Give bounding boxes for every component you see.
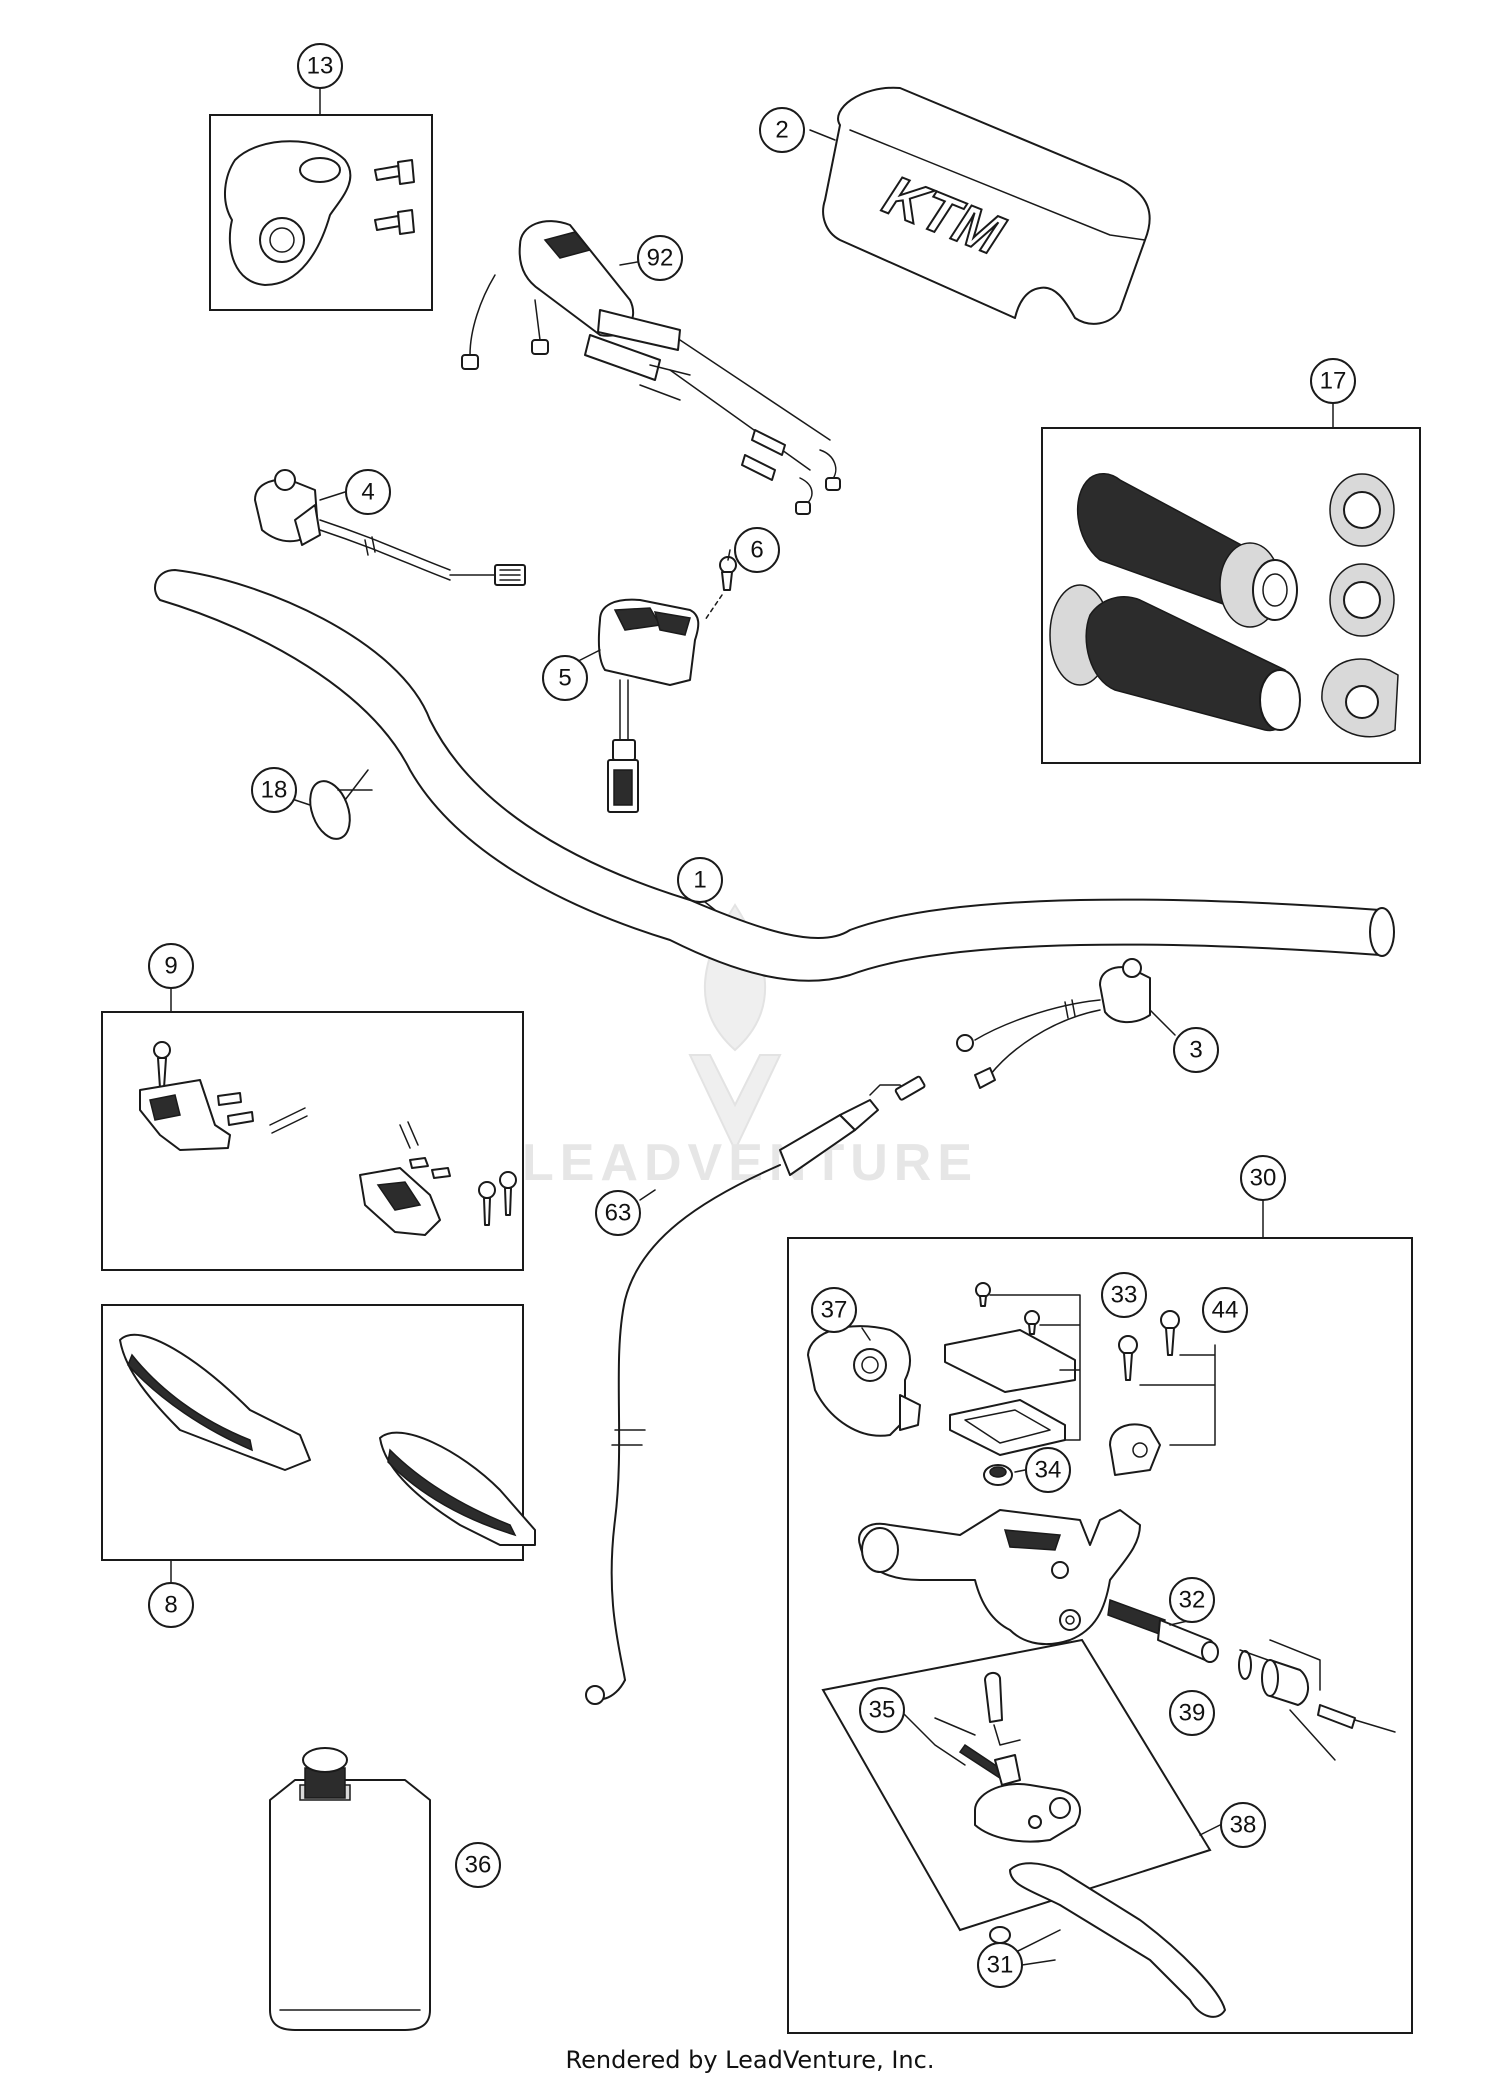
part-31-lever (989, 1862, 1226, 2018)
callout-31-label: 31 (987, 1952, 1014, 1979)
bar-pad: KTM (822, 86, 1151, 325)
box-17 (1041, 427, 1421, 764)
callout-31[interactable]: 31 (977, 1942, 1023, 1988)
handlebar (154, 569, 1395, 982)
callout-9-label: 9 (164, 953, 177, 980)
callout-5[interactable]: 5 (542, 655, 588, 701)
callout-92[interactable]: 92 (637, 235, 683, 281)
part-37-reservoir-cover (807, 1325, 921, 1437)
part-32-piston-kit (1107, 1598, 1396, 1733)
callout-36[interactable]: 36 (455, 1842, 501, 1888)
callout-39[interactable]: 39 (1169, 1690, 1215, 1736)
box-30 (787, 1237, 1413, 2034)
callout-44-label: 44 (1212, 1297, 1239, 1324)
part-39-bolt (1289, 1709, 1336, 1761)
part-34-cap-seal (983, 1464, 1013, 1486)
callout-92-label: 92 (647, 245, 674, 272)
watermark-text: LEADVENTURE (522, 1134, 978, 1192)
part-8-hand-guards (119, 1333, 536, 1546)
callout-1[interactable]: 1 (677, 857, 723, 903)
callout-35[interactable]: 35 (859, 1687, 905, 1733)
callout-37[interactable]: 37 (811, 1287, 857, 1333)
callout-2[interactable]: 2 (759, 107, 805, 153)
callout-3[interactable]: 3 (1173, 1027, 1219, 1073)
callout-33[interactable]: 33 (1101, 1272, 1147, 1318)
callout-9[interactable]: 9 (148, 943, 194, 989)
callout-6-label: 6 (750, 537, 763, 564)
callout-5-label: 5 (558, 665, 571, 692)
callout-17[interactable]: 17 (1310, 358, 1356, 404)
callout-34-label: 34 (1035, 1457, 1062, 1484)
callout-13-label: 13 (307, 53, 334, 80)
callout-8[interactable]: 8 (148, 1582, 194, 1628)
callout-32-label: 32 (1179, 1587, 1206, 1614)
callout-4[interactable]: 4 (345, 469, 391, 515)
callout-18[interactable]: 18 (251, 767, 297, 813)
callout-18-label: 18 (261, 777, 288, 804)
part-5-map-switch (597, 598, 700, 813)
part-63-clutch-hose (585, 1075, 926, 1705)
callout-44[interactable]: 44 (1202, 1287, 1248, 1333)
footer-credit: Rendered by LeadVenture, Inc. (566, 2046, 935, 2074)
callout-17-label: 17 (1320, 368, 1347, 395)
callout-4-label: 4 (361, 479, 374, 506)
part-4-switch (254, 469, 526, 586)
part-3-kill-switch (956, 958, 1151, 1089)
callout-35-label: 35 (869, 1697, 896, 1724)
callout-37-label: 37 (821, 1297, 848, 1324)
callout-8-label: 8 (164, 1592, 177, 1619)
box-38 (821, 1638, 1212, 1932)
part-6-screw (704, 556, 737, 621)
callout-36-label: 36 (465, 1852, 492, 1879)
callout-2-label: 2 (775, 117, 788, 144)
callout-32[interactable]: 32 (1169, 1577, 1215, 1623)
part-92-throttle-assembly (461, 220, 841, 515)
part-33-screws-and-cap (944, 1282, 1081, 1456)
box-8 (101, 1304, 524, 1561)
part-35-spring-and-pin (899, 1672, 1021, 1786)
callout-3-label: 3 (1189, 1037, 1202, 1064)
callout-38[interactable]: 38 (1220, 1802, 1266, 1848)
callout-63[interactable]: 63 (595, 1190, 641, 1236)
master-cylinder-body (858, 1509, 1141, 1646)
part-36-brake-fluid-can (269, 1747, 431, 2031)
part-18-cable-tie (309, 769, 373, 840)
callout-30-label: 30 (1250, 1165, 1277, 1192)
part-13-switch-housing (224, 140, 415, 286)
part-9-bracket-kit (139, 1041, 517, 1236)
box-9 (101, 1011, 524, 1271)
callout-39-label: 39 (1179, 1700, 1206, 1727)
callout-13[interactable]: 13 (297, 43, 343, 89)
callout-6[interactable]: 6 (734, 527, 780, 573)
callout-1-label: 1 (693, 867, 706, 894)
part-17-grips (1049, 473, 1399, 738)
callout-30[interactable]: 30 (1240, 1155, 1286, 1201)
part-38-lever-bracket (974, 1783, 1081, 1843)
callout-34[interactable]: 34 (1025, 1447, 1071, 1493)
callout-63-label: 63 (605, 1200, 632, 1227)
callout-38-label: 38 (1230, 1812, 1257, 1839)
callout-33-label: 33 (1111, 1282, 1138, 1309)
part-44-clamp-and-bolts (1109, 1310, 1216, 1476)
box-13 (209, 114, 433, 311)
